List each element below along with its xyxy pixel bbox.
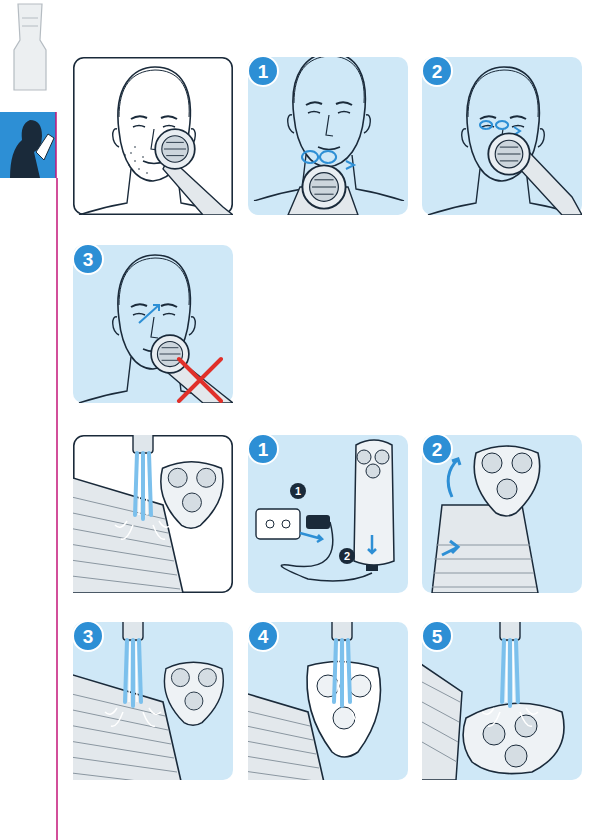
callout-number: 1 [258,62,269,81]
callout-number: 2 [432,62,443,81]
callout-number: 3 [83,627,94,646]
callout-number: 1 [295,486,301,497]
callout-number: 4 [258,627,269,646]
callout-number: 3 [83,250,94,269]
callout-number: 5 [432,627,443,646]
callout-number: 2 [344,551,350,562]
callout-number: 1 [258,440,269,459]
callout-number: 2 [432,440,443,459]
